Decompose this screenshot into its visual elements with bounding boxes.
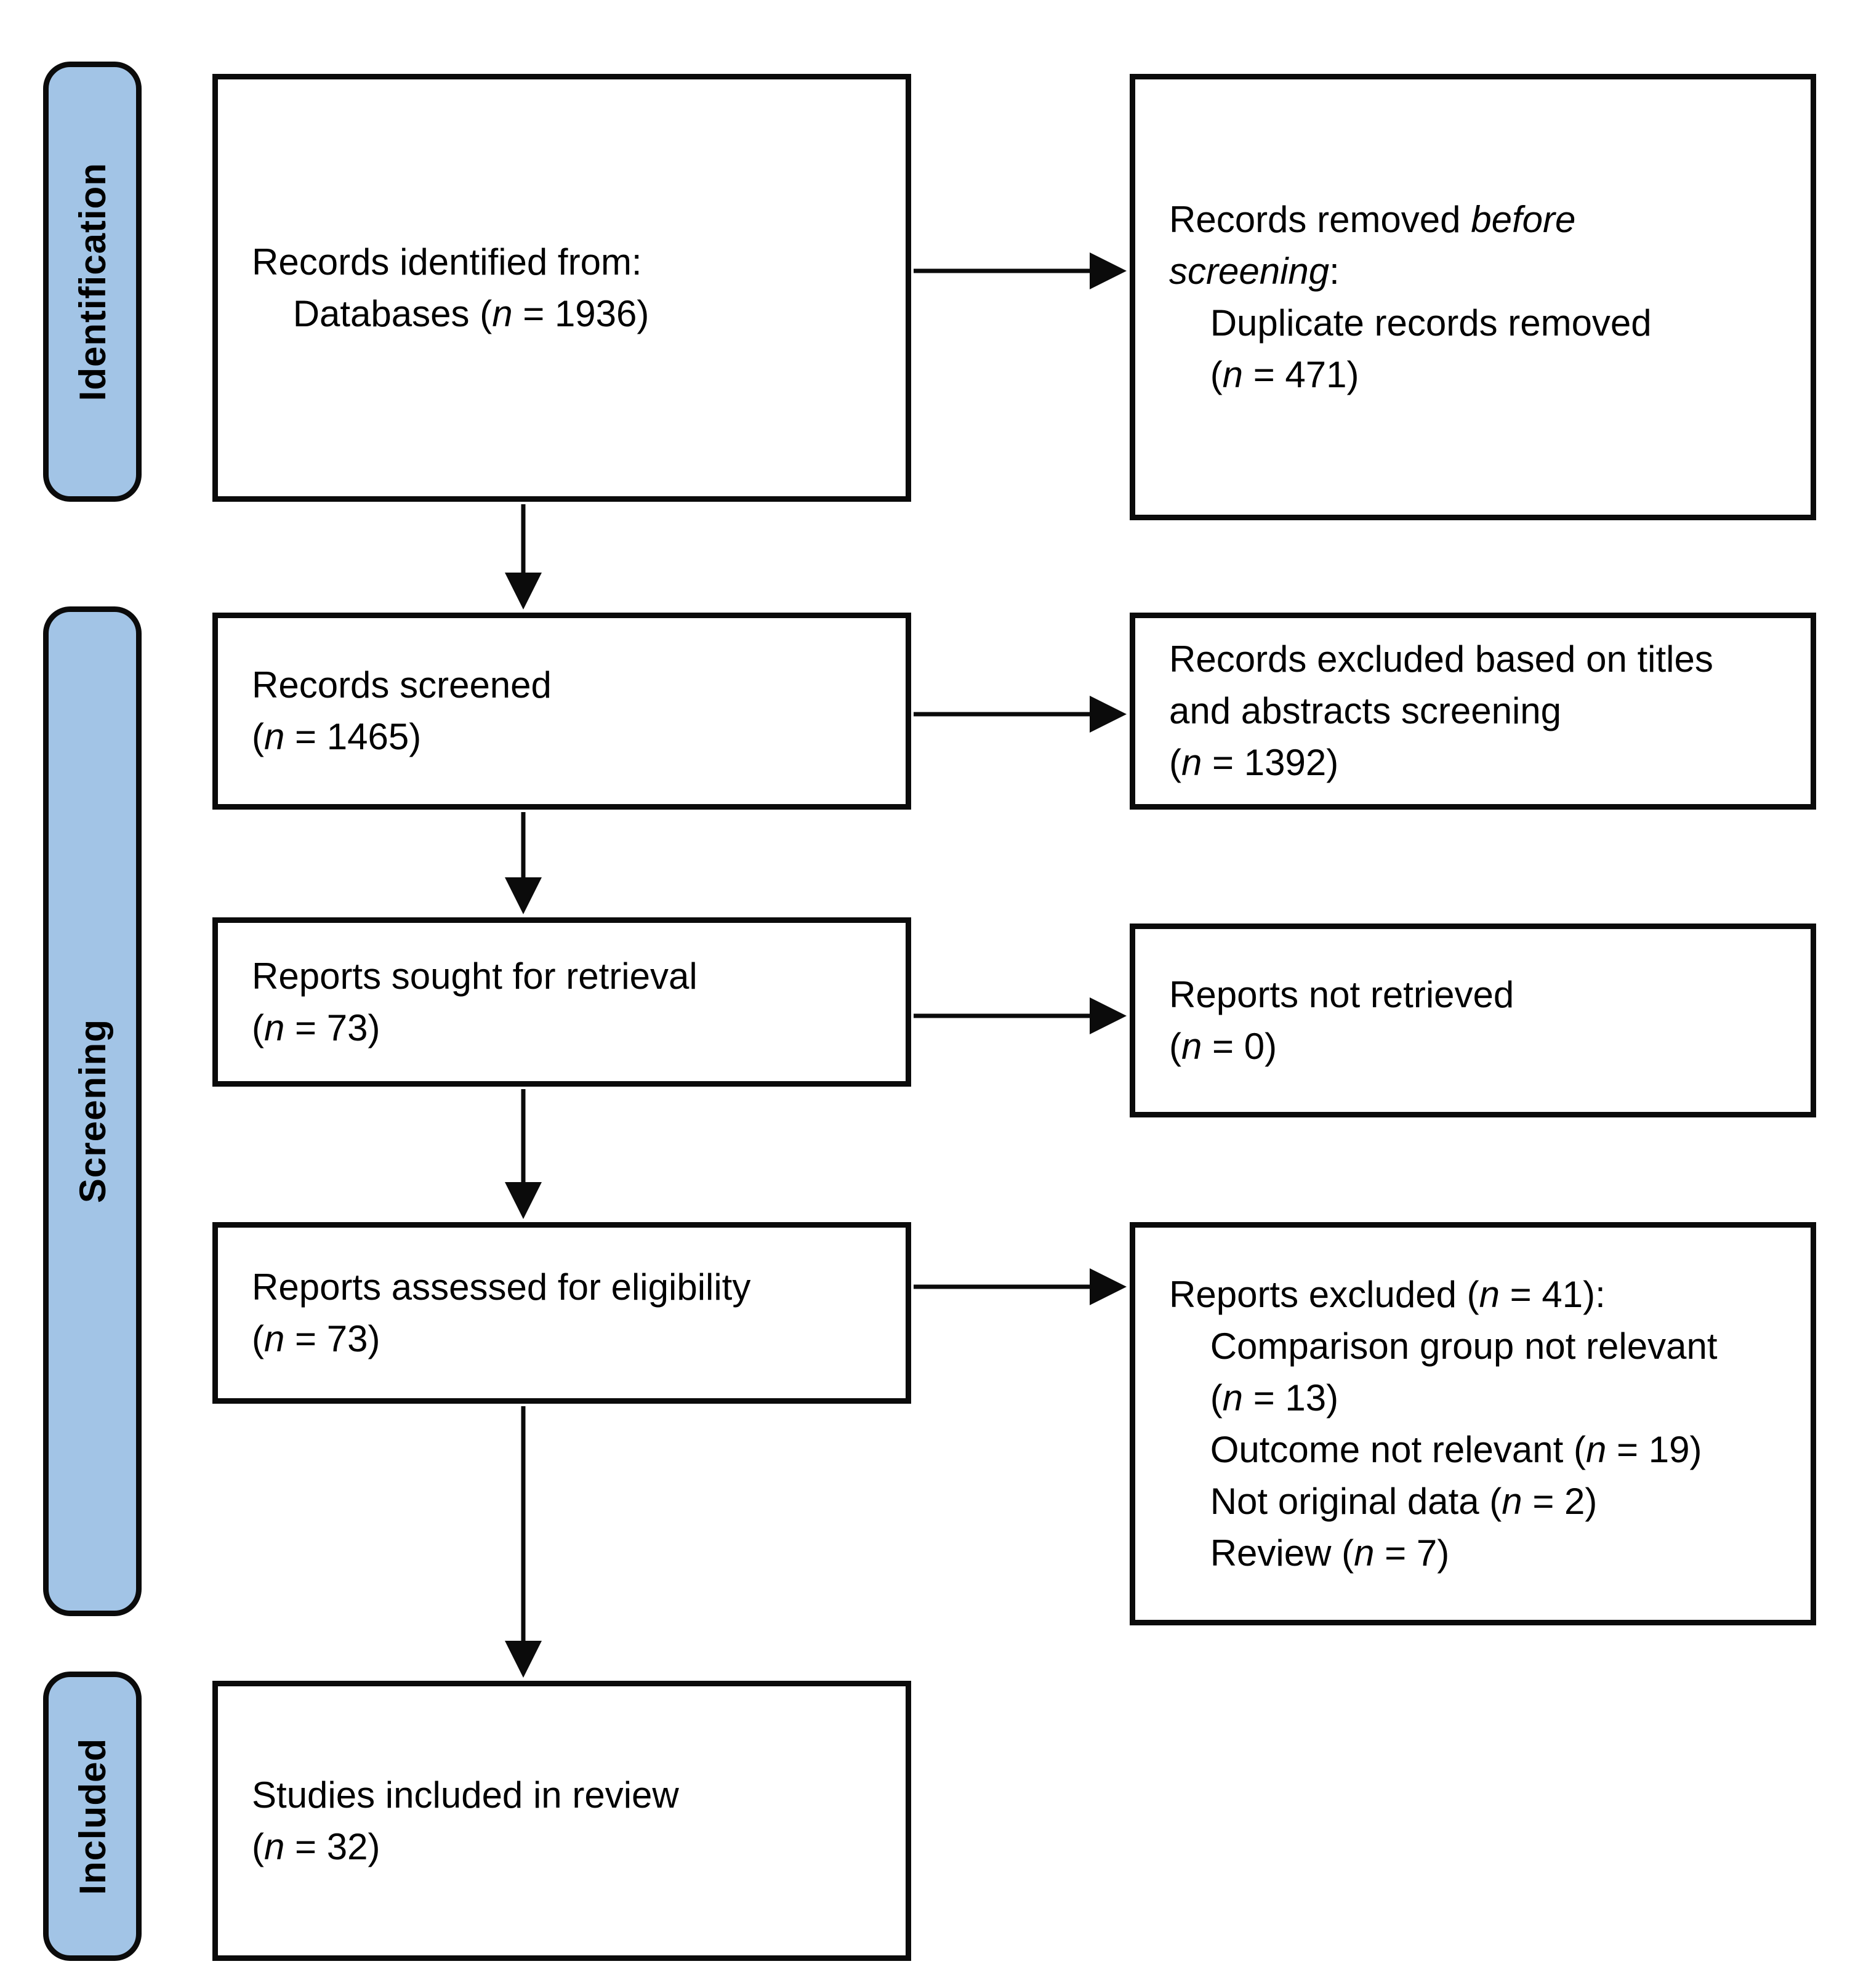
text-line: Duplicate records removed (1169, 302, 1652, 344)
text-line: Records screened (252, 664, 552, 706)
box-reports-sought-for-retrieval: Reports sought for retrieval (n = 73) (212, 917, 911, 1087)
box-reports-assessed-for-eligibility: Reports assessed for eligibility (n = 73) (212, 1222, 911, 1404)
text-line: screening: (1169, 250, 1340, 292)
text-line: Reports excluded (n = 41): (1169, 1273, 1606, 1315)
stage-label-included: Included (71, 1737, 113, 1895)
text-line: (n = 73) (252, 1007, 380, 1048)
box-records-removed-before-screening: Records removed before screening: Duplica… (1130, 74, 1816, 520)
box-records-screened: Records screened (n = 1465) (212, 613, 911, 810)
text-line: Not original data (n = 2) (1169, 1480, 1598, 1522)
text-line: Studies included in review (252, 1774, 679, 1816)
text-line: (n = 1392) (1169, 742, 1339, 783)
text-line: Records excluded based on titles (1169, 638, 1713, 680)
text-line: Reports not retrieved (1169, 973, 1514, 1015)
text-line: Outcome not relevant (n = 19) (1169, 1428, 1702, 1470)
text-line: Review (n = 7) (1169, 1532, 1450, 1574)
text-line: (n = 1465) (252, 716, 422, 757)
text-line: (n = 73) (252, 1318, 380, 1359)
box-records-excluded: Records excluded based on titles and abst… (1130, 613, 1816, 810)
text-line: Databases (n = 1936) (252, 292, 649, 334)
text-line: (n = 471) (1169, 353, 1359, 395)
box-studies-included-in-review: Studies included in review (n = 32) (212, 1681, 911, 1961)
box-reports-excluded: Reports excluded (n = 41): Comparison gr… (1130, 1222, 1816, 1625)
text-line: (n = 0) (1169, 1025, 1277, 1067)
stage-label-identification: Identification (71, 162, 113, 401)
text-line: Records removed before (1169, 198, 1576, 240)
stage-label-screening: Screening (71, 1019, 113, 1204)
stage-chip-identification: Identification (43, 62, 142, 502)
box-records-identified: Records identified from: Databases (n = … (212, 74, 911, 502)
text-line: Comparison group not relevant (1169, 1325, 1718, 1367)
text-line: (n = 32) (252, 1825, 380, 1867)
stage-chip-included: Included (43, 1672, 142, 1961)
stage-chip-screening: Screening (43, 606, 142, 1616)
box-reports-not-retrieved: Reports not retrieved (n = 0) (1130, 924, 1816, 1117)
text-line: and abstracts screening (1169, 690, 1562, 731)
text-line: Records identified from: (252, 241, 642, 283)
text-line: Reports assessed for eligibility (252, 1266, 751, 1308)
text-line: (n = 13) (1169, 1377, 1339, 1419)
text-line: Reports sought for retrieval (252, 955, 698, 997)
